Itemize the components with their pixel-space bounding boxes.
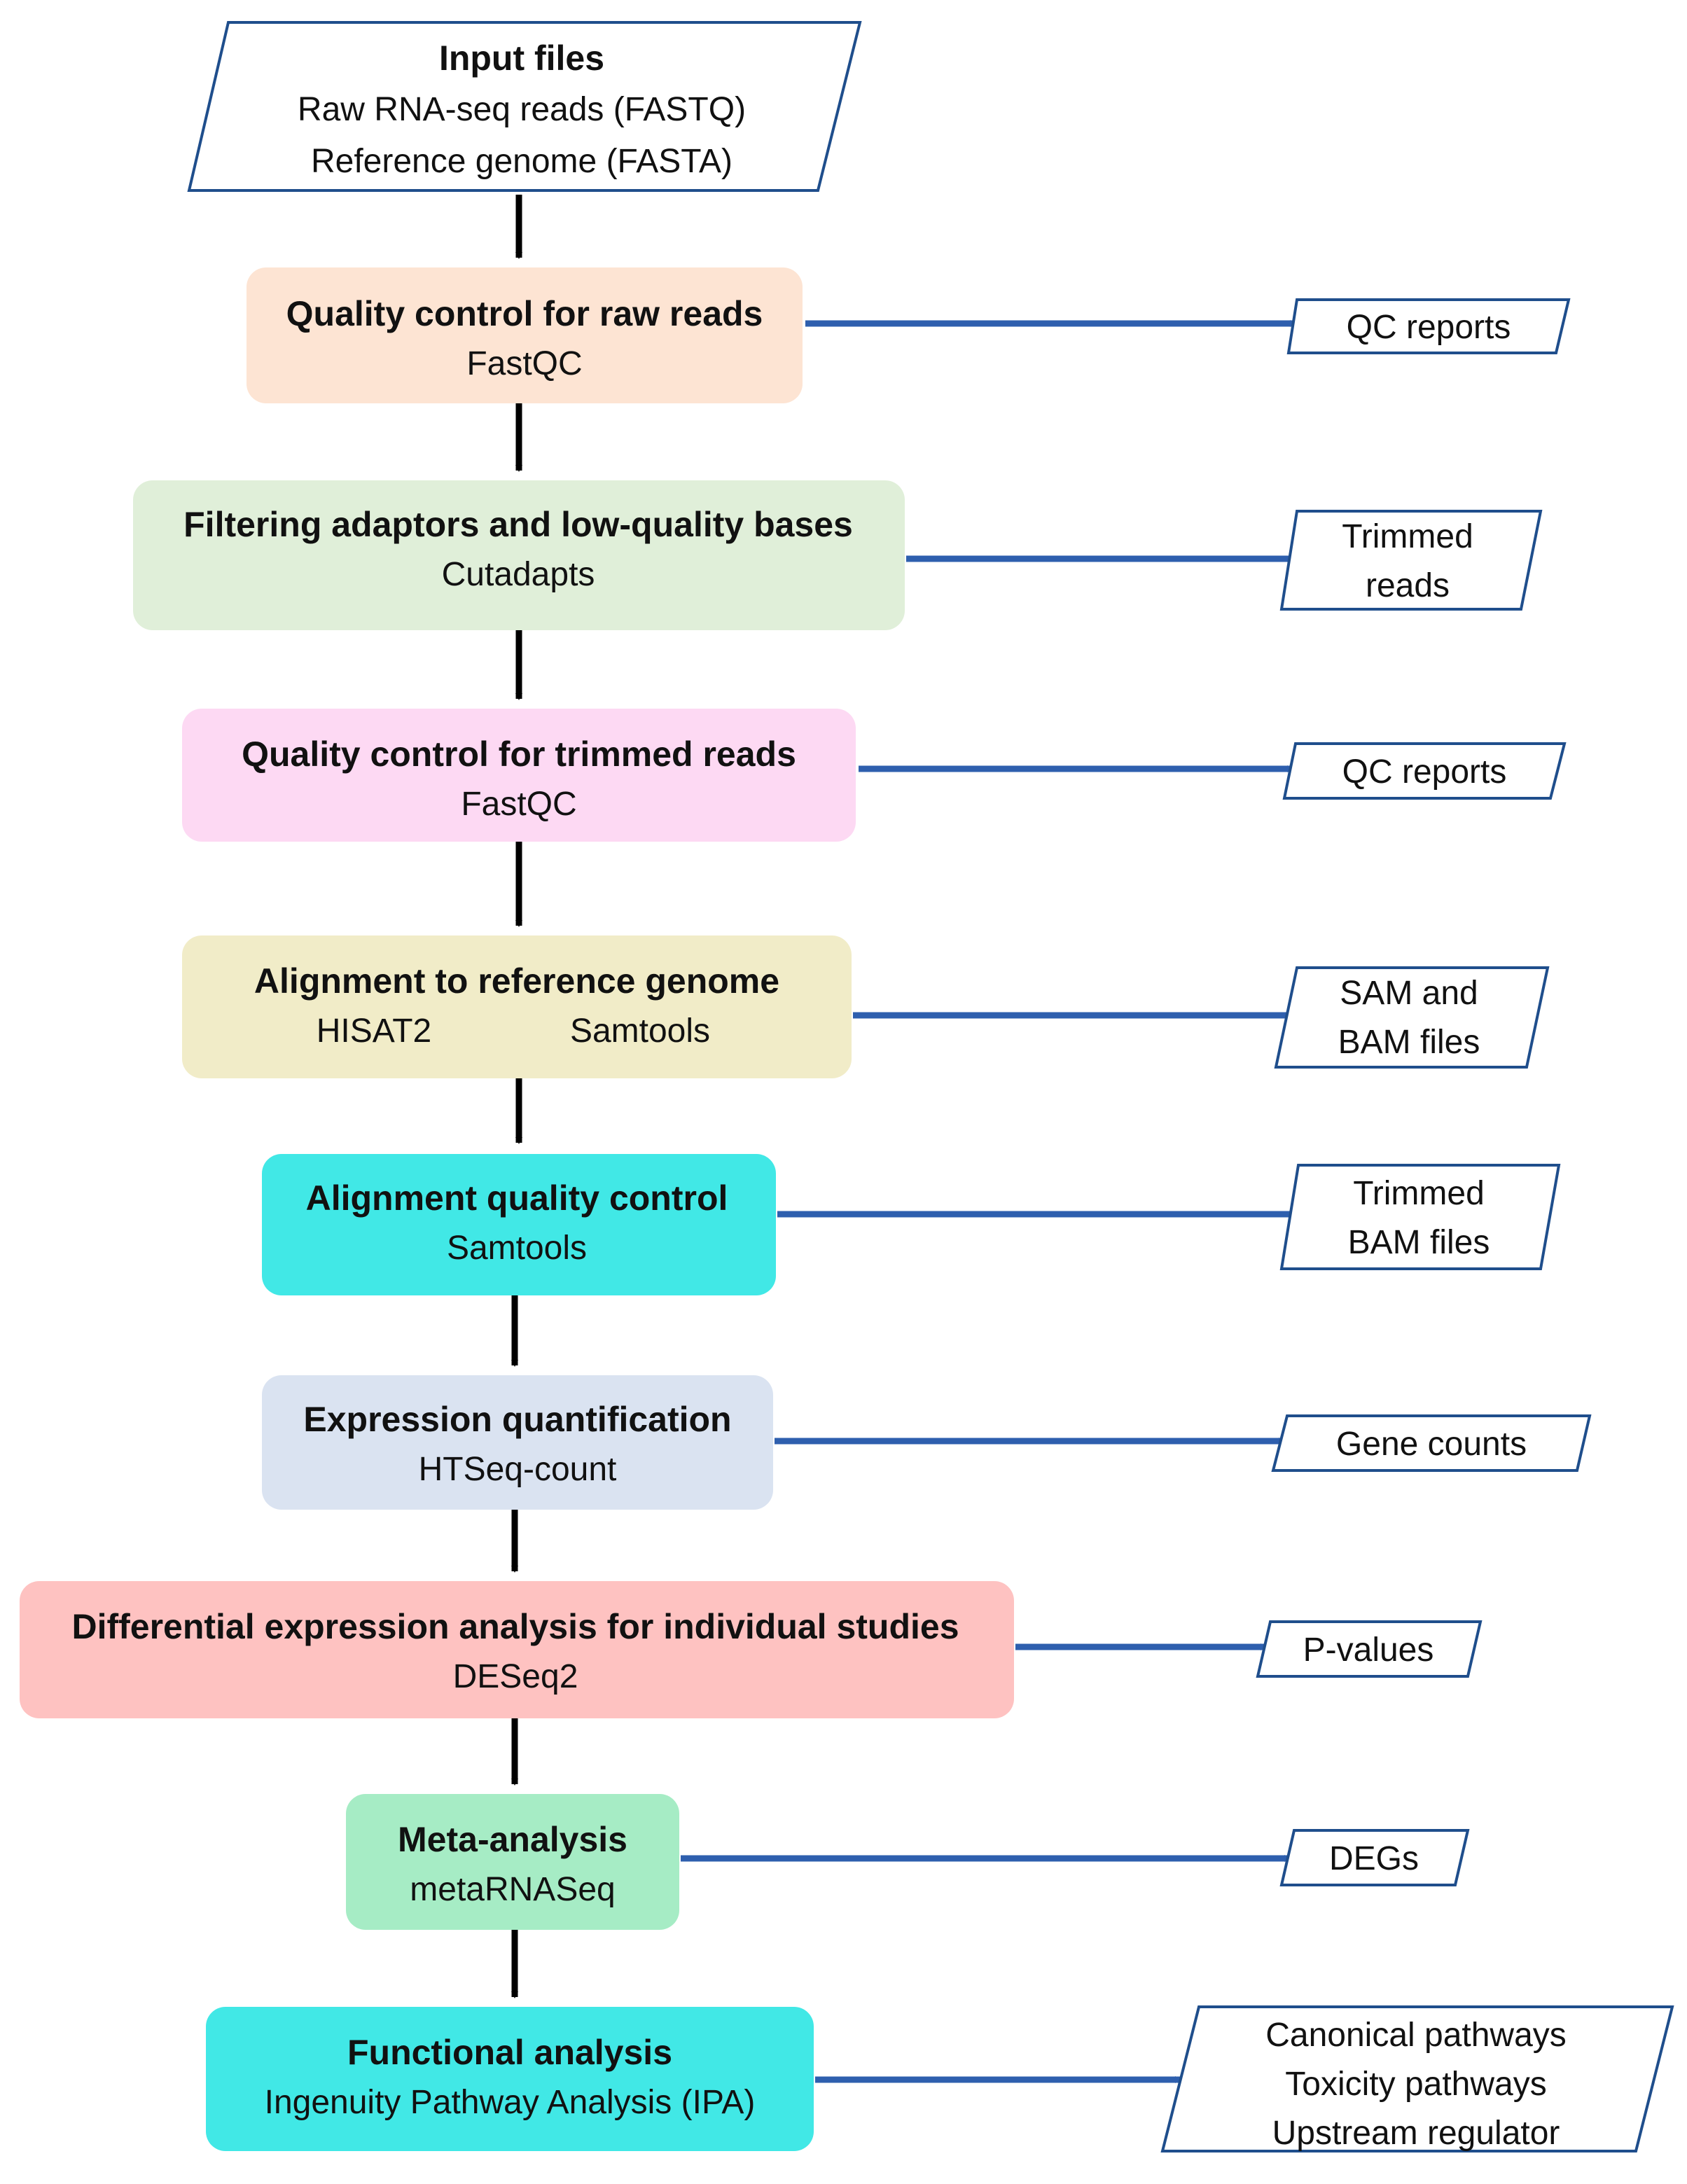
step-functional-analysis: Functional analysis Ingenuity Pathway An… [206, 2007, 814, 2151]
output-pathways: Canonical pathways Toxicity pathways Ups… [1160, 2005, 1674, 2152]
step-tool: Samtools [447, 1230, 587, 1267]
output-trimmed-bam-files: Trimmed BAM files [1279, 1164, 1561, 1270]
output-label: BAM files [1348, 1224, 1490, 1261]
step-tool: DESeq2 [453, 1658, 578, 1695]
step-alignment-qc: Alignment quality control Samtools [262, 1154, 776, 1295]
step-tool: FastQC [466, 345, 582, 382]
output-label: Trimmed [1342, 518, 1473, 555]
output-degs: DEGs [1279, 1829, 1470, 1886]
step-tool: Ingenuity Pathway Analysis (IPA) [265, 2084, 756, 2121]
step-qc-trimmed-reads: Quality control for trimmed reads FastQC [182, 709, 856, 842]
step-title: Quality control for trimmed reads [242, 735, 796, 774]
input-line: Reference genome (FASTA) [311, 143, 733, 180]
step-filtering-adaptors: Filtering adaptors and low-quality bases… [133, 480, 905, 630]
step-alignment: Alignment to reference genome HISAT2 Sam… [182, 935, 852, 1078]
output-label: SAM and [1340, 975, 1478, 1012]
step-tool: HISAT2 [317, 1013, 431, 1050]
main-flow-arrows [511, 195, 522, 1998]
step-title: Quality control for raw reads [286, 294, 763, 333]
step-tool: FastQC [461, 786, 576, 823]
output-gene-counts: Gene counts [1271, 1414, 1592, 1472]
step-meta-analysis: Meta-analysis metaRNASeq [346, 1794, 679, 1930]
step-differential-expression: Differential expression analysis for ind… [20, 1581, 1014, 1718]
step-title: Meta-analysis [398, 1820, 627, 1859]
step-title: Expression quantification [303, 1400, 731, 1439]
step-tool: metaRNASeq [410, 1871, 615, 1908]
output-label: Upstream regulator [1272, 2115, 1560, 2152]
step-title: Alignment quality control [306, 1178, 728, 1218]
step-title: Alignment to reference genome [254, 961, 779, 1001]
input-files-node: Input files Raw RNA-seq reads (FASTQ) Re… [187, 21, 862, 192]
input-title: Input files [439, 39, 604, 78]
step-tool: Samtools [570, 1013, 710, 1050]
step-tool: HTSeq-count [419, 1451, 617, 1488]
output-label: QC reports [1347, 309, 1511, 346]
output-qc-reports-trimmed: QC reports [1282, 742, 1567, 800]
output-p-values: P-values [1256, 1620, 1483, 1678]
output-label: P-values [1303, 1632, 1434, 1669]
output-label: Trimmed [1353, 1175, 1485, 1212]
input-line: Raw RNA-seq reads (FASTQ) [298, 91, 746, 128]
output-label: Gene counts [1336, 1426, 1527, 1463]
step-title: Filtering adaptors and low-quality bases [183, 505, 853, 544]
step-expression-quantification: Expression quantification HTSeq-count [262, 1375, 773, 1510]
step-title: Functional analysis [347, 2033, 672, 2072]
output-label: BAM files [1338, 1024, 1480, 1061]
output-label: Canonical pathways [1265, 2017, 1567, 2054]
output-qc-reports: QC reports [1286, 298, 1571, 354]
output-sam-bam-files: SAM and BAM files [1274, 966, 1550, 1069]
output-label: QC reports [1342, 753, 1507, 791]
output-label: Toxicity pathways [1285, 2066, 1546, 2103]
output-label: DEGs [1329, 1840, 1419, 1877]
output-label: reads [1366, 567, 1450, 604]
output-trimmed-reads: Trimmed reads [1279, 510, 1543, 611]
step-tool: Cutadapts [442, 556, 595, 593]
step-title: Differential expression analysis for ind… [71, 1607, 959, 1646]
step-qc-raw-reads: Quality control for raw reads FastQC [247, 267, 803, 403]
